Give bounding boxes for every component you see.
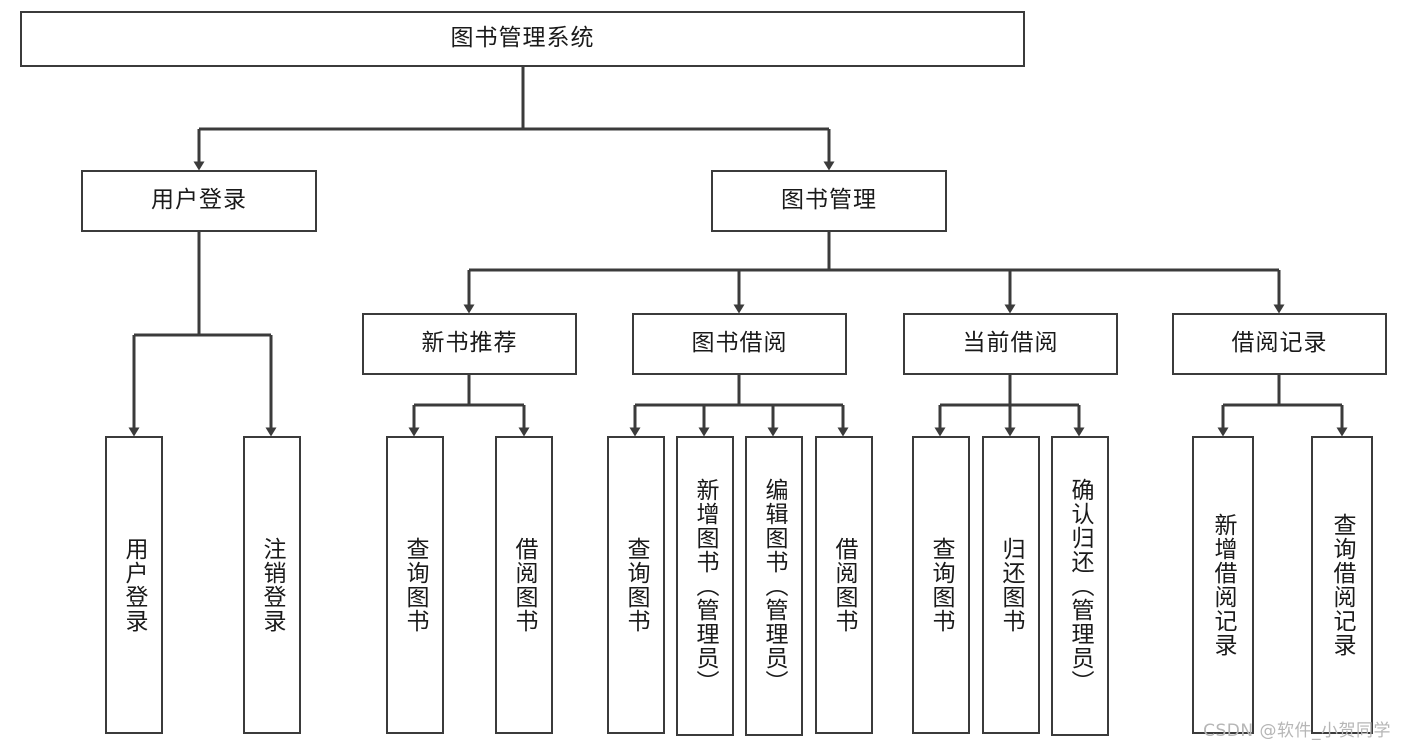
node-current-borrow[interactable]: 当前借阅 [903, 313, 1118, 375]
node-leaf-add-book-admin[interactable]: 新增图书（管理员） [676, 436, 734, 736]
node-leaf-query-book-recommend[interactable]: 查询图书 [386, 436, 444, 734]
node-label: 新增借阅记录 [1210, 513, 1237, 657]
node-leaf-borrow-book-recommend[interactable]: 借阅图书 [495, 436, 553, 734]
node-label: 查询借阅记录 [1329, 513, 1356, 657]
node-label: 用户登录 [121, 537, 148, 633]
node-leaf-logout[interactable]: 注销登录 [243, 436, 301, 734]
node-label: 图书借阅 [691, 330, 788, 357]
node-leaf-query-book-current[interactable]: 查询图书 [912, 436, 970, 734]
node-label: 新增图书（管理员） [692, 478, 719, 694]
node-label: 借阅记录 [1231, 330, 1328, 357]
node-label: 图书管理系统 [450, 25, 595, 52]
node-label: 查询图书 [623, 537, 650, 633]
node-label: 注销登录 [259, 537, 286, 633]
node-leaf-add-borrow-record[interactable]: 新增借阅记录 [1192, 436, 1254, 734]
node-label: 借阅图书 [831, 537, 858, 633]
node-label: 归还图书 [998, 537, 1025, 633]
node-label: 借阅图书 [511, 537, 538, 633]
node-leaf-query-borrow-record[interactable]: 查询借阅记录 [1311, 436, 1373, 734]
node-label: 查询图书 [928, 537, 955, 633]
node-leaf-query-book-borrow[interactable]: 查询图书 [607, 436, 665, 734]
node-label: 用户登录 [151, 187, 247, 214]
node-leaf-user-login[interactable]: 用户登录 [105, 436, 163, 734]
node-leaf-return-book[interactable]: 归还图书 [982, 436, 1040, 734]
node-book-management[interactable]: 图书管理 [711, 170, 947, 232]
node-label: 查询图书 [402, 537, 429, 633]
node-book-borrow[interactable]: 图书借阅 [632, 313, 847, 375]
node-borrow-record[interactable]: 借阅记录 [1172, 313, 1387, 375]
node-label: 确认归还（管理员） [1067, 478, 1094, 694]
node-leaf-confirm-return-admin[interactable]: 确认归还（管理员） [1051, 436, 1109, 736]
node-label: 图书管理 [781, 187, 877, 214]
node-label: 当前借阅 [962, 330, 1059, 357]
node-label: 新书推荐 [421, 330, 518, 357]
node-root-book-management-system[interactable]: 图书管理系统 [20, 11, 1025, 67]
node-new-book-recommend[interactable]: 新书推荐 [362, 313, 577, 375]
node-leaf-edit-book-admin[interactable]: 编辑图书（管理员） [745, 436, 803, 736]
node-label: 编辑图书（管理员） [761, 478, 788, 694]
node-user-login[interactable]: 用户登录 [81, 170, 317, 232]
node-leaf-borrow-book[interactable]: 借阅图书 [815, 436, 873, 734]
